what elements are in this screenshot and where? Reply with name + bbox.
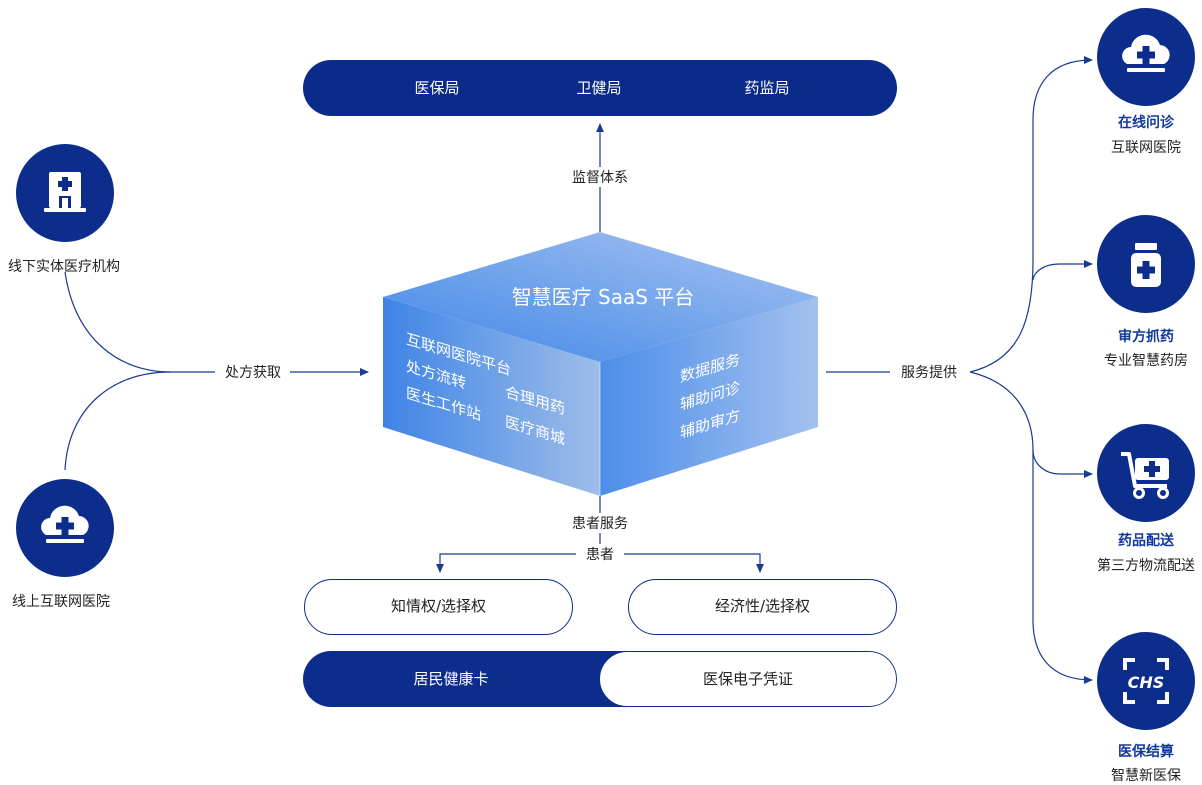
service-node-pharmacy <box>1097 215 1195 313</box>
service-node-insurance: CHS <box>1097 632 1195 730</box>
service-title: 医保结算 <box>1118 744 1174 760</box>
link-offline <box>64 271 171 373</box>
service-subtitle: 智慧新医保 <box>1111 768 1181 784</box>
regulator-item: 药监局 <box>744 79 790 97</box>
link-online <box>64 371 171 471</box>
insurance-e-voucher-label: 医保电子凭证 <box>702 670 793 688</box>
cloud-cross-icon <box>1122 34 1170 72</box>
service-node-delivery <box>1097 424 1195 522</box>
cube-left-face <box>383 297 600 496</box>
regulator-item: 卫健局 <box>576 79 622 97</box>
resident-card-segment <box>303 651 643 707</box>
cube-top-face <box>383 232 818 362</box>
regulator-item: 医保局 <box>414 79 460 97</box>
service-subtitle: 互联网医院 <box>1111 140 1181 156</box>
prescription-acquire-label: 处方获取 <box>221 362 285 382</box>
service-title: 在线问诊 <box>1118 115 1174 131</box>
offline-institution-node <box>16 144 114 242</box>
service-provide-label: 服务提供 <box>897 362 961 382</box>
cloud-cross-icon <box>41 505 89 543</box>
patient-service-label: 患者服务 <box>568 513 632 533</box>
resident-health-card-label: 居民健康卡 <box>413 670 489 688</box>
service-title: 审方抓药 <box>1118 329 1174 345</box>
cube-right-face <box>600 297 818 496</box>
chs-scan-icon: CHS <box>1123 658 1169 704</box>
service-title: 药品配送 <box>1118 533 1174 549</box>
offline-institution-label: 线下实体医疗机构 <box>8 259 120 275</box>
online-hospital-node <box>16 479 114 577</box>
online-hospital-label: 线上互联网医院 <box>12 594 110 610</box>
health-cards-bar: 居民健康卡 医保电子凭证 <box>303 651 897 707</box>
shopping-cart-cross-icon <box>1121 452 1169 499</box>
right-economic-choice: 经济性/选择权 <box>628 579 897 635</box>
service-node-online-consult <box>1097 8 1195 106</box>
regulators-bar: 医保局 卫健局 药监局 <box>303 60 897 116</box>
medicine-bottle-icon <box>1131 243 1161 287</box>
service-subtitle: 专业智慧药房 <box>1104 353 1188 369</box>
insurance-voucher-segment <box>599 651 897 707</box>
patient-label: 患者 <box>582 544 618 564</box>
right-informed-choice: 知情权/选择权 <box>304 579 573 635</box>
svg-text:CHS: CHS <box>1128 673 1165 692</box>
hospital-building-icon <box>44 172 86 212</box>
service-subtitle: 第三方物流配送 <box>1097 558 1195 574</box>
platform-title: 智慧医疗 SaaS 平台 <box>512 285 695 309</box>
supervision-label: 监督体系 <box>568 167 632 187</box>
